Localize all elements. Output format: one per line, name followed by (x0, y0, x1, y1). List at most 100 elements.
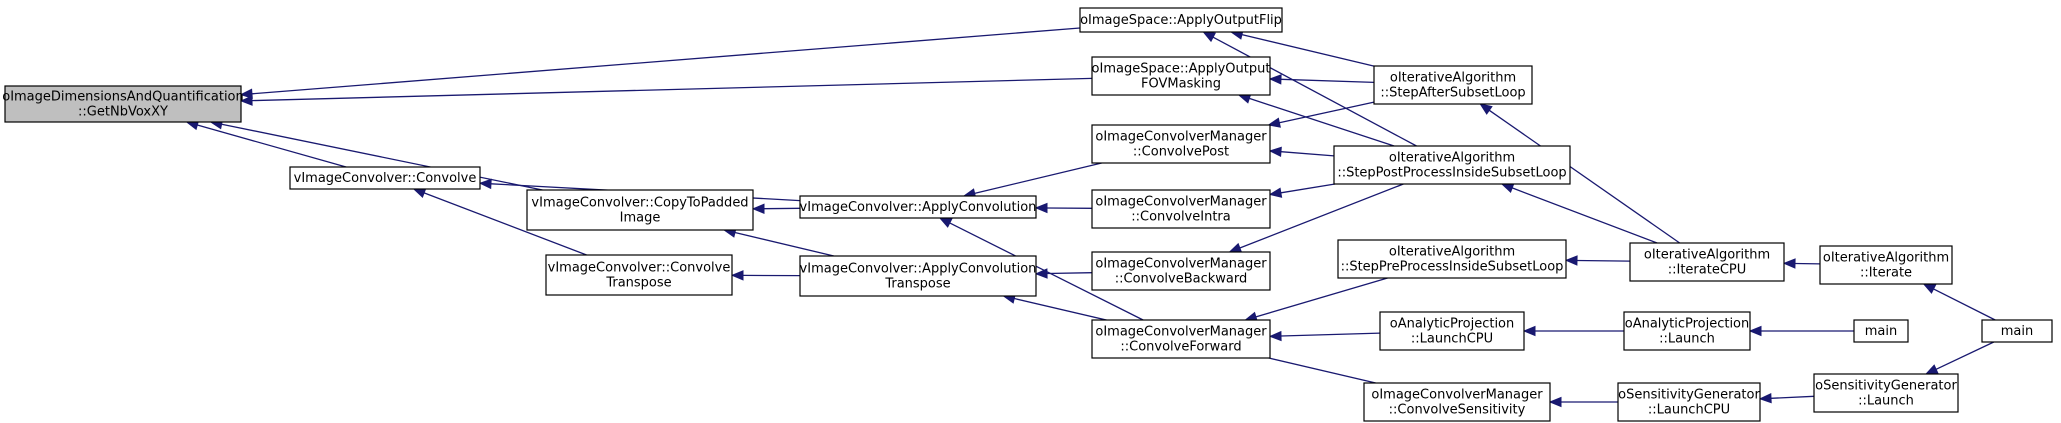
arrowhead (1479, 103, 1493, 115)
node-label-line: oImageConvolverManager (1095, 195, 1267, 210)
node-applyconvtranspose[interactable]: vImageConvolver::ApplyConvolutionTranspo… (799, 255, 1037, 297)
node-label-line: ::IterateCPU (1668, 263, 1747, 278)
arrowhead (1268, 187, 1283, 198)
node-label-line: oIterativeAlgorithm (1389, 151, 1515, 166)
node-label-line: main (2001, 324, 2033, 339)
node-launchcpu_sg[interactable]: oSensitivityGenerator::LaunchCPU (1617, 382, 1761, 422)
node-label-line: vImageConvolver::Convolve (294, 171, 477, 186)
edges-layer (185, 27, 1996, 408)
node-label-line: oImageSpace::ApplyOutput (1092, 62, 1271, 77)
node-label-line: ::StepPreProcessInsideSubsetLoop (1341, 260, 1564, 275)
edge-main1-to-launch_ap (1748, 325, 1854, 337)
edge-steppost-to-cpost (1268, 146, 1335, 157)
node-label-line: oSensitivityGenerator (1618, 388, 1760, 403)
arrowhead (1924, 364, 1939, 375)
edge-applyconv-to-copytopadded (751, 203, 801, 214)
node-applyconv[interactable]: vImageConvolver::ApplyConvolution (799, 195, 1037, 219)
node-outputflip[interactable]: oImageSpace::ApplyOutputFlip (1079, 7, 1283, 33)
edge-cintra-to-applyconv (1034, 202, 1093, 214)
node-cforward[interactable]: oImageConvolverManager::ConvolveForward (1091, 319, 1271, 359)
node-box (1853, 319, 1909, 343)
edge-line (423, 192, 587, 256)
edge-line (1933, 288, 1996, 321)
arrowhead (1202, 31, 1216, 43)
node-steppost[interactable]: oIterativeAlgorithm::StepPostProcessInsi… (1333, 145, 1571, 185)
node-main1[interactable]: main (1853, 319, 1909, 343)
arrowhead (1034, 268, 1048, 279)
edge-iteratecpu-to-steppre (1564, 255, 1631, 266)
node-box (1629, 242, 1785, 282)
arrowhead (730, 270, 744, 281)
node-box (289, 166, 481, 190)
node-label-line: oIterativeAlgorithm (1390, 71, 1516, 86)
edge-line (1279, 101, 1375, 124)
node-stepafter[interactable]: oIterativeAlgorithm::StepAfterSubsetLoop (1373, 65, 1533, 105)
edge-applyconvtranspose-to-copytopadded (722, 227, 834, 257)
node-csens[interactable]: oImageConvolverManager::ConvolveSensitiv… (1363, 382, 1551, 422)
edge-line (1935, 341, 1995, 370)
node-getnb[interactable]: oImageDimensionsAndQuantification::GetNb… (2, 85, 244, 123)
edge-iteratecpu-to-stepafter (1479, 103, 1681, 244)
arrowhead (239, 95, 253, 106)
edge-line (734, 231, 834, 257)
edge-stepafter-to-fovmasking (1268, 74, 1375, 85)
node-label-line: oIterativeAlgorithm (1389, 245, 1515, 260)
node-launchcpu_ap[interactable]: oAnalyticProjection::LaunchCPU (1379, 311, 1525, 351)
edge-line (251, 27, 1081, 95)
node-label-line: vImageConvolver::ApplyConvolution (800, 262, 1037, 277)
node-label-line: oImageConvolverManager (1371, 388, 1543, 403)
edge-line (1249, 97, 1395, 147)
edge-line (974, 162, 1102, 195)
node-label-line: oAnalyticProjection (1390, 317, 1515, 332)
arrowhead (1268, 74, 1282, 85)
node-label-line: Transpose (884, 277, 950, 292)
node-cintra[interactable]: oImageConvolverManager::ConvolveIntra (1091, 189, 1271, 229)
node-iteratecpu[interactable]: oIterativeAlgorithm::IterateCPU (1629, 242, 1785, 282)
node-label-line: oIterativeAlgorithm (1644, 248, 1770, 263)
edge-stepafter-to-cpost (1267, 101, 1375, 128)
arrowhead (1267, 117, 1281, 128)
node-box (1091, 251, 1271, 291)
edge-line (1255, 277, 1388, 318)
edge-line (1770, 395, 1815, 399)
node-box (4, 85, 242, 123)
arrowhead (1034, 202, 1048, 214)
node-label-line: ::StepPostProcessInsideSubsetLoop (1337, 166, 1566, 181)
node-box (526, 189, 754, 231)
node-box (1819, 245, 1953, 285)
node-box (799, 255, 1037, 297)
arrowhead (1500, 183, 1515, 193)
edge-line (1280, 78, 1375, 84)
arrowhead (1564, 255, 1578, 266)
node-label-line: ::LaunchCPU (1648, 403, 1730, 418)
edge-launch_sg-to-launchcpu_sg (1758, 393, 1815, 404)
node-steppre[interactable]: oIterativeAlgorithm::StepPreProcessInsid… (1337, 239, 1567, 279)
node-box (1373, 65, 1533, 105)
edge-cbackward-to-applyconvtranspose (1034, 268, 1093, 279)
arrowhead (478, 178, 492, 190)
node-convolve[interactable]: vImageConvolver::Convolve (289, 166, 481, 190)
node-launch_ap[interactable]: oAnalyticProjection::Launch (1623, 311, 1751, 351)
arrowhead (1748, 325, 1762, 337)
node-box (1091, 189, 1271, 229)
node-cbackward[interactable]: oImageConvolverManager::ConvolveBackward (1091, 251, 1271, 291)
node-launch_sg[interactable]: oSensitivityGenerator::Launch (1813, 373, 1959, 413)
node-box (1981, 319, 2053, 343)
node-main2[interactable]: main (1981, 319, 2053, 343)
node-cpost[interactable]: oImageConvolverManager::ConvolvePost (1091, 124, 1271, 164)
arrowhead (239, 88, 253, 99)
edge-fovmasking-to-getnb (239, 77, 1093, 106)
node-iterate[interactable]: oIterativeAlgorithm::Iterate (1819, 245, 1953, 285)
node-box (1617, 382, 1761, 422)
edge-line (1488, 109, 1681, 244)
node-label-line: ::ConvolveSensitivity (1389, 403, 1526, 418)
node-label-line: Transpose (605, 276, 671, 291)
node-label-line: oImageConvolverManager (1095, 325, 1267, 340)
node-box (1623, 311, 1751, 351)
node-label-line: FOVMasking (1141, 77, 1221, 92)
arrowhead (1522, 325, 1536, 337)
edge-convolve-to-getnb (185, 120, 347, 168)
